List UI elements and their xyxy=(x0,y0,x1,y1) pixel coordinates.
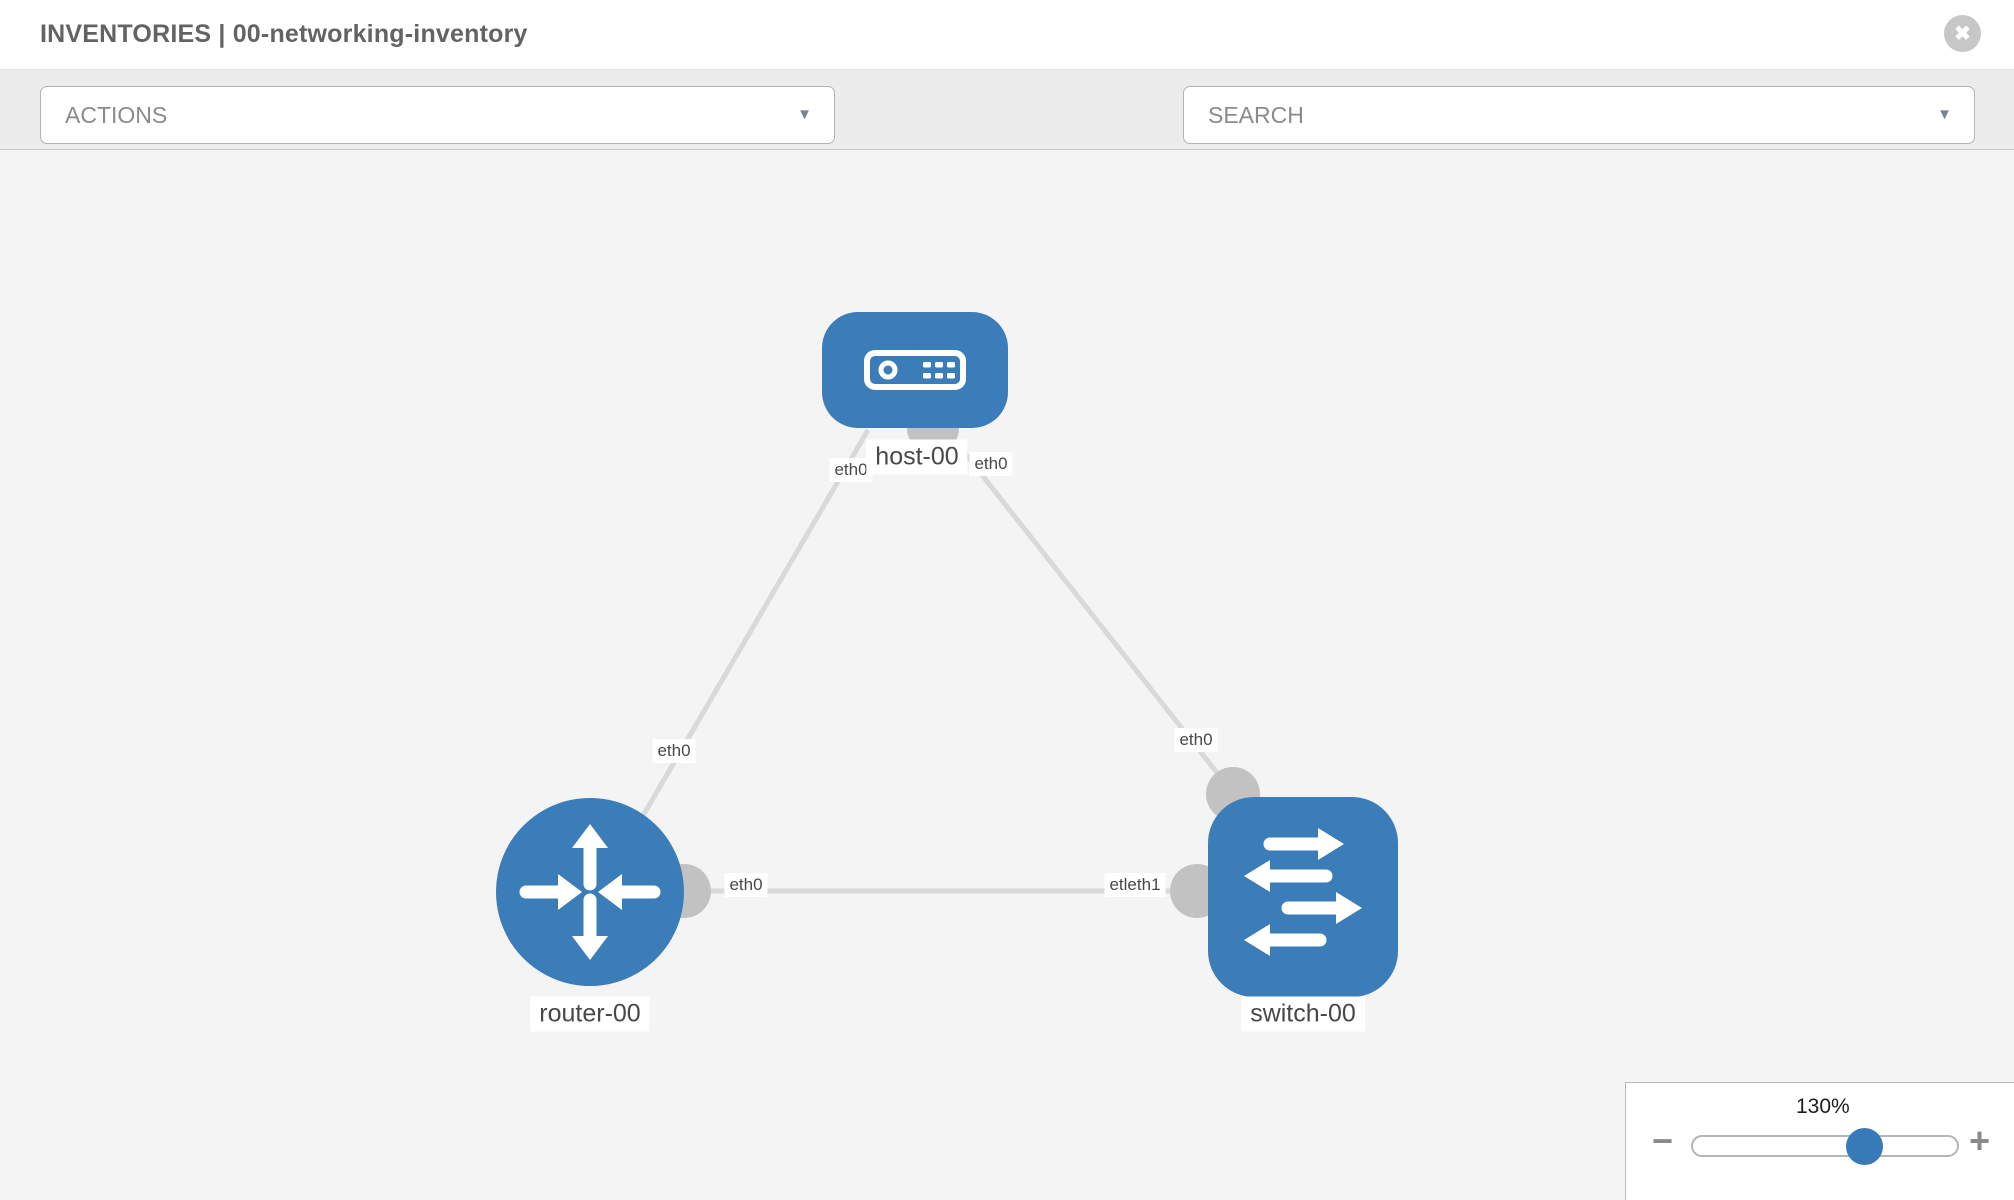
page-title: INVENTORIES | 00-networking-inventory xyxy=(40,20,528,48)
header-bar: INVENTORIES | 00-networking-inventory ✖ xyxy=(0,0,2014,70)
router-icon xyxy=(519,824,661,960)
node-switch-00[interactable] xyxy=(1208,797,1398,997)
minus-icon: − xyxy=(1652,1120,1674,1161)
node-label-router: router-00 xyxy=(530,996,650,1032)
zoom-in-button[interactable]: + xyxy=(1969,1123,1990,1159)
toolbar: ACTIONS ▼ SEARCH ▼ xyxy=(0,70,2014,202)
zoom-value: 130% xyxy=(1796,1095,1850,1118)
host-icon xyxy=(864,350,966,390)
chevron-down-icon: ▼ xyxy=(797,105,812,123)
topology-canvas[interactable]: eth0 host-00 eth0 eth0 eth0 eth0 etleth1… xyxy=(0,150,2014,1200)
interface-label: eth0 xyxy=(652,739,696,763)
node-label-switch: switch-00 xyxy=(1241,996,1365,1032)
zoom-panel: 130% − + xyxy=(1625,1082,2014,1200)
interface-label: etleth1 xyxy=(1104,873,1166,897)
close-button[interactable]: ✖ xyxy=(1944,15,1981,52)
interface-label: eth0 xyxy=(724,873,768,897)
chevron-down-icon: ▼ xyxy=(1937,105,1952,123)
interface-label: eth0 xyxy=(1174,728,1218,752)
link-host-router xyxy=(627,428,871,840)
actions-dropdown[interactable]: ACTIONS ▼ xyxy=(40,86,835,144)
node-label-host: host-00 xyxy=(866,439,968,475)
plus-icon: + xyxy=(1969,1120,1991,1161)
search-dropdown-label: SEARCH xyxy=(1208,101,1304,128)
zoom-out-button[interactable]: − xyxy=(1652,1123,1673,1159)
search-dropdown[interactable]: SEARCH ▼ xyxy=(1183,86,1975,144)
zoom-slider-thumb[interactable] xyxy=(1846,1128,1883,1165)
node-host-00[interactable] xyxy=(822,312,1008,428)
links-layer xyxy=(627,402,1260,918)
zoom-slider-track[interactable] xyxy=(1691,1135,1959,1157)
interface-label: eth0 xyxy=(829,458,873,482)
switch-icon xyxy=(1244,828,1362,956)
actions-dropdown-label: ACTIONS xyxy=(65,101,168,128)
interface-label: eth0 xyxy=(969,452,1013,476)
close-icon: ✖ xyxy=(1954,23,1971,45)
node-router-00[interactable] xyxy=(496,798,684,986)
